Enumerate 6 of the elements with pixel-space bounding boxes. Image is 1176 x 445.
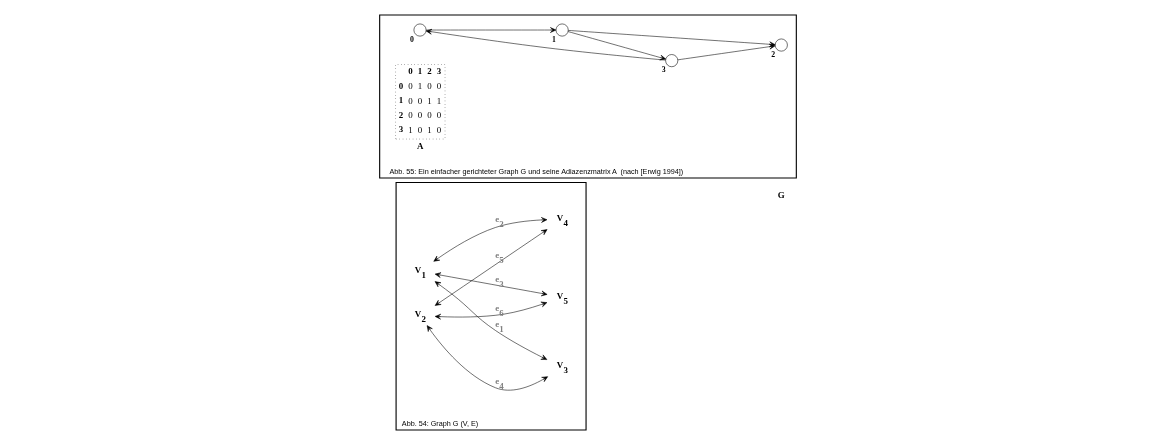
node-label: 0 [409,34,414,44]
node-label: A [416,140,424,151]
node-label: 1 [552,34,557,44]
label: G [777,190,785,201]
node-label: 2 [771,49,776,59]
node-label: 3 [661,65,666,75]
